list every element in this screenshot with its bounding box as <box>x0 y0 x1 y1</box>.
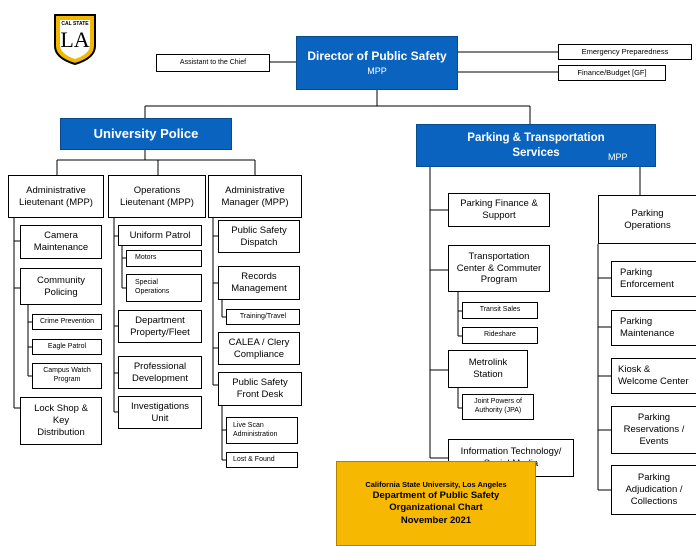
dispatch-box: Public Safety Dispatch <box>218 220 300 253</box>
investigations-unit-box: Investigations Unit <box>118 396 202 429</box>
transportation-center-box: Transportation Center & Commuter Program <box>448 245 550 292</box>
camera-maintenance-box: Camera Maintenance <box>20 225 102 259</box>
eagle-patrol-box: Eagle Patrol <box>32 339 102 355</box>
metrolink-station-box: Metrolink Station <box>448 350 528 388</box>
kiosk-welcome-box: Kiosk & Welcome Center <box>611 358 696 394</box>
motors-box: Motors <box>126 250 202 267</box>
director-box: Director of Public Safety MPP <box>296 36 458 90</box>
front-desk-box: Public Safety Front Desk <box>218 372 302 406</box>
parking-operations-box: Parking Operations <box>598 195 696 244</box>
transit-sales-box: Transit Sales <box>462 302 538 319</box>
community-policing-box: Community Policing <box>20 268 102 305</box>
parking-services-box: Parking & Transportation Services <box>416 124 656 167</box>
university-police-box: University Police <box>60 118 232 150</box>
emergency-box: Emergency Preparedness <box>558 44 692 60</box>
logo-top-text: CAL STATE <box>61 21 89 27</box>
finance-budget-box: Finance/Budget [GF] <box>558 65 666 81</box>
parking-maintenance-box: Parking Maintenance <box>611 310 696 346</box>
cal-state-la-logo: CAL STATE LA <box>52 12 98 66</box>
records-management-box: Records Management <box>218 266 300 300</box>
uniform-patrol-box: Uniform Patrol <box>118 225 202 246</box>
parking-reservations-box: Parking Reservations / Events <box>611 406 696 454</box>
live-scan-box: Live Scan Administration <box>226 417 298 444</box>
footer-date: November 2021 <box>400 514 472 526</box>
crime-prevention-box: Crime Prevention <box>32 314 102 330</box>
assistant-box: Assistant to the Chief <box>156 54 270 72</box>
admin-manager-box: Administrative Manager (MPP) <box>208 175 302 218</box>
director-title: Director of Public Safety <box>307 48 447 63</box>
footer-department: Department of Public Safety <box>372 489 500 501</box>
director-subtitle: MPP <box>367 65 387 76</box>
campus-watch-box: Campus Watch Program <box>32 363 102 389</box>
operations-lieutenant-box: Operations Lieutenant (MPP) <box>108 175 206 218</box>
logo-main-text: LA <box>60 27 90 52</box>
calea-clery-box: CALEA / Clery Compliance <box>218 332 300 365</box>
parking-enforcement-box: Parking Enforcement <box>611 261 696 297</box>
footer-chart-name: Organizational Chart <box>389 502 483 514</box>
special-operations-box: Special Operations <box>126 274 202 302</box>
professional-development-box: Professional Development <box>118 356 202 389</box>
jpa-box: Joint Powers of Authority (JPA) <box>462 394 534 420</box>
lost-found-box: Lost & Found <box>226 452 298 468</box>
admin-lieutenant-box: Administrative Lieutenant (MPP) <box>8 175 104 218</box>
footer-university: California State University, Los Angeles <box>365 480 507 490</box>
department-property-box: Department Property/Fleet <box>118 310 202 343</box>
parking-services-title: Parking & Transportation Services <box>467 132 605 159</box>
training-travel-box: Training/Travel <box>226 309 300 325</box>
parking-adjudication-box: Parking Adjudication / Collections <box>611 465 696 515</box>
parking-services-subtitle: MPP <box>608 152 628 162</box>
parking-finance-box: Parking Finance & Support <box>448 193 550 227</box>
footer-title-block: California State University, Los Angeles… <box>336 461 536 546</box>
rideshare-box: Rideshare <box>462 327 538 344</box>
lock-shop-box: Lock Shop & Key Distribution <box>20 397 102 445</box>
